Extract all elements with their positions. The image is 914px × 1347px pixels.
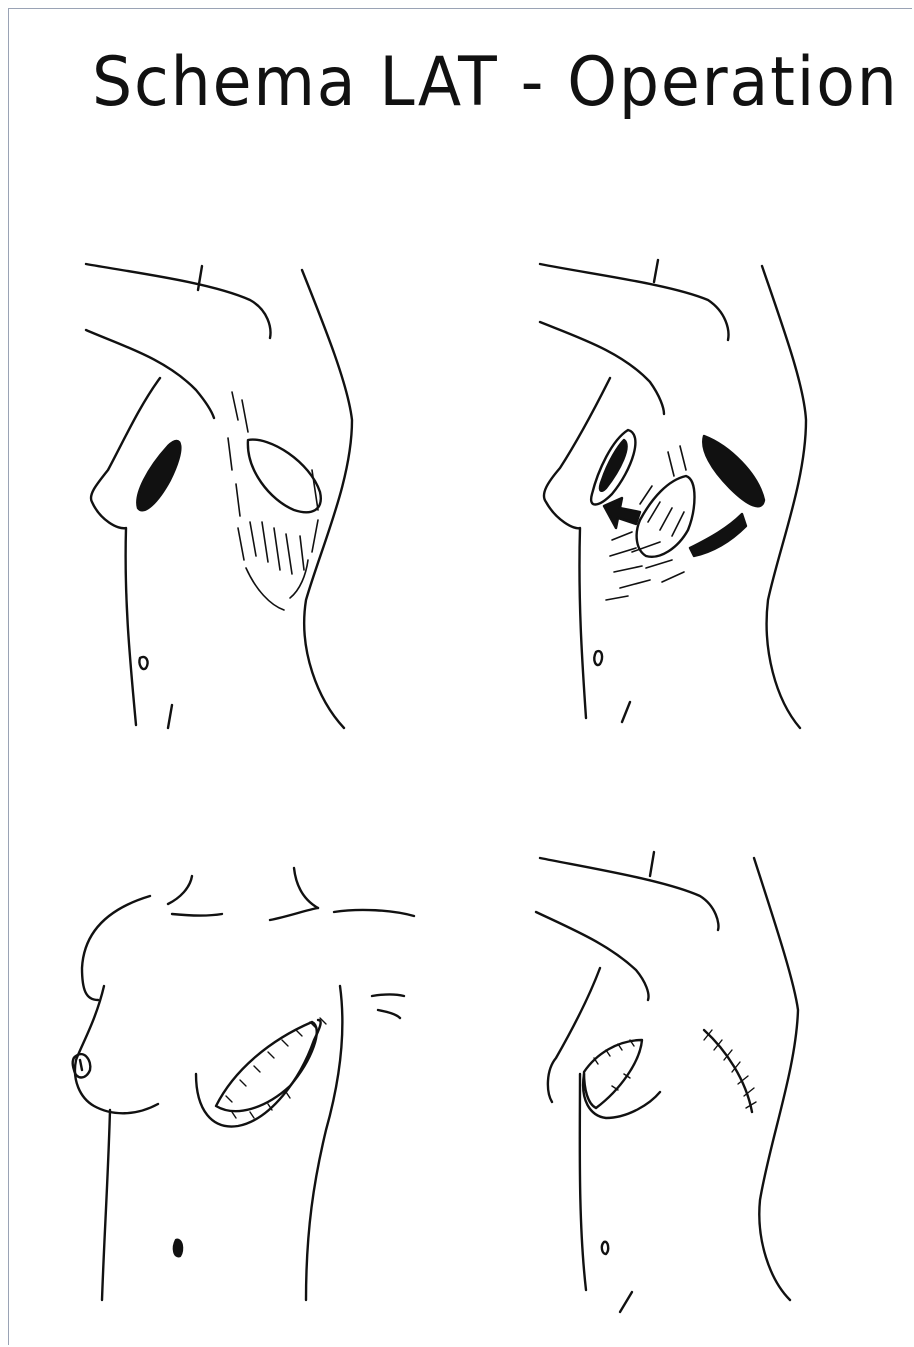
- panel-top-left: [86, 264, 352, 728]
- axilla-fold-2: [378, 1010, 400, 1018]
- shoulder-left: [82, 896, 150, 1000]
- chest-contour: [544, 378, 610, 718]
- body-front: [580, 1074, 586, 1290]
- arm-lower-contour: [540, 322, 664, 414]
- panel-top-right: [540, 260, 806, 728]
- neck-left: [168, 876, 192, 904]
- back-contour: [754, 858, 798, 1300]
- body-left-side: [102, 1110, 110, 1300]
- back-contour: [302, 270, 352, 728]
- body-right-side: [306, 986, 342, 1300]
- donor-site-ellipse: [703, 436, 764, 506]
- back-contour: [762, 266, 806, 728]
- navel-mark: [174, 1240, 182, 1256]
- nipple-dot: [80, 1060, 82, 1070]
- skin-paddle: [584, 1040, 642, 1108]
- muscle-hatching: [228, 392, 318, 610]
- hip-mark: [620, 1292, 632, 1312]
- shoulder-right: [334, 910, 414, 916]
- hip-mark: [622, 702, 630, 722]
- arm-lower-contour: [86, 330, 214, 418]
- muscle-stump: [690, 514, 746, 556]
- shoulder-mark: [654, 260, 658, 282]
- hip-mark: [168, 705, 172, 728]
- shoulder-mark: [650, 852, 654, 876]
- chest-contour: [91, 378, 160, 725]
- clavicle-left: [172, 914, 222, 916]
- arm-upper-contour: [540, 858, 718, 930]
- reconstructed-breast: [583, 1074, 660, 1118]
- clavicle-right: [270, 908, 318, 920]
- axilla-fold: [372, 995, 404, 997]
- navel-mark: [594, 651, 602, 665]
- defect-inner-fill: [600, 440, 627, 491]
- arm-upper-contour: [86, 264, 270, 338]
- navel-mark: [602, 1242, 608, 1254]
- navel-mark: [139, 657, 147, 669]
- neck-right: [294, 868, 318, 908]
- left-breast: [75, 986, 158, 1113]
- tunnel-arrow: [604, 498, 640, 528]
- shoulder-mark: [198, 266, 202, 290]
- panel-bottom-right: [536, 852, 798, 1312]
- defect-ellipse-left: [137, 441, 180, 510]
- donor-skin-island: [248, 440, 321, 513]
- back-scar: [704, 1030, 752, 1112]
- panel-bottom-left: [73, 868, 414, 1300]
- arm-upper-contour: [540, 264, 728, 340]
- raised-flap: [637, 476, 695, 557]
- chest-contour: [548, 968, 600, 1102]
